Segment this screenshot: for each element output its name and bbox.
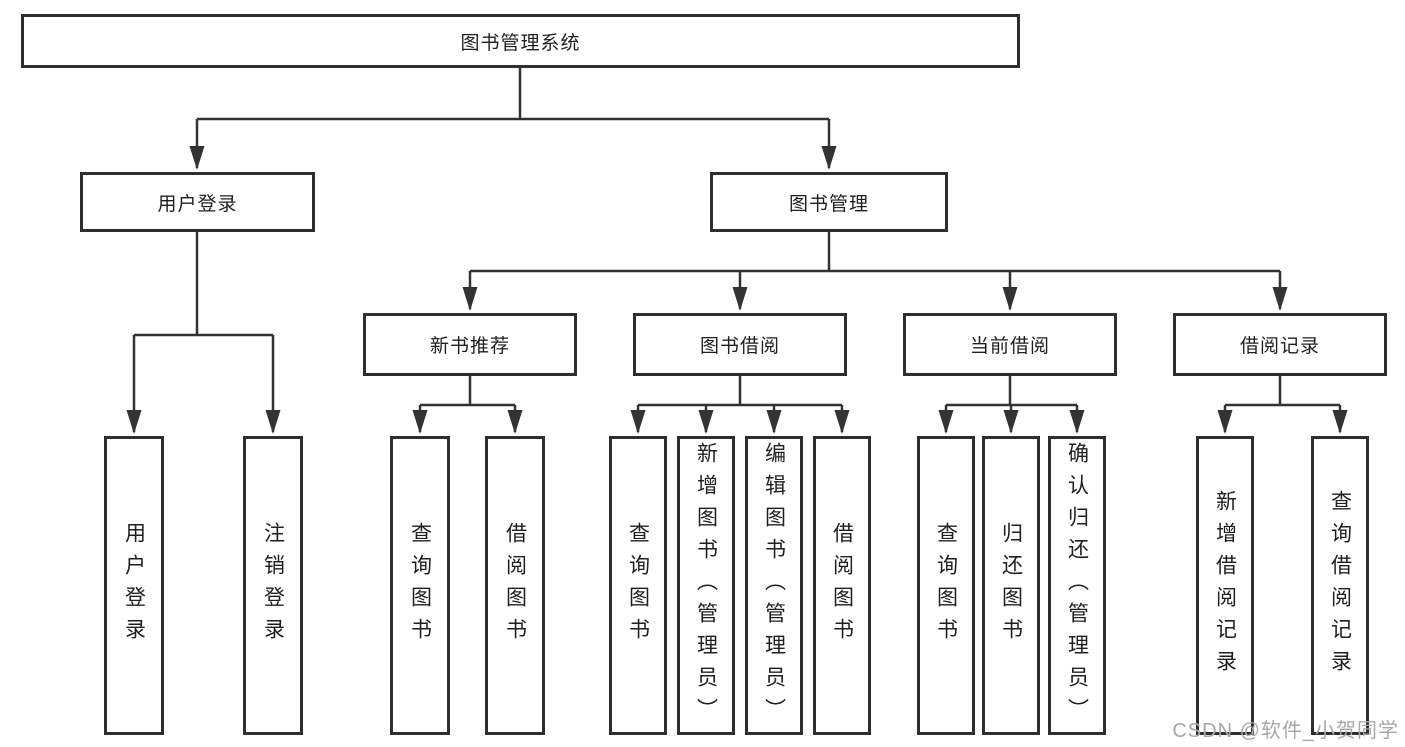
leaf-query-books-3: 查询图书 <box>917 436 975 735</box>
leaf-confirm-return-admin: 确认归还（管理员） <box>1048 436 1106 735</box>
node-label: 图书管理系统 <box>460 32 581 54</box>
node-book-borrowing: 图书借阅 <box>633 313 847 376</box>
node-label: 图书管理 <box>788 193 869 215</box>
leaf-return-book: 归还图书 <box>982 436 1040 735</box>
node-library-management-system: 图书管理系统 <box>21 14 1020 68</box>
leaf-label: 用户登录 <box>122 521 146 650</box>
leaf-label: 新增图书（管理员） <box>694 441 718 730</box>
node-borrowing-records: 借阅记录 <box>1173 313 1387 376</box>
leaf-label: 查询图书 <box>934 521 958 650</box>
node-user-login: 用户登录 <box>80 172 315 232</box>
leaf-label: 编辑图书（管理员） <box>762 441 786 730</box>
leaf-label: 借阅图书 <box>503 521 527 650</box>
node-current-borrowing: 当前借阅 <box>903 313 1117 376</box>
node-book-management: 图书管理 <box>710 172 948 232</box>
leaf-borrow-books-1: 借阅图书 <box>485 436 545 735</box>
node-label: 借阅记录 <box>1239 336 1320 357</box>
leaf-label: 确认归还（管理员） <box>1065 441 1089 730</box>
node-label: 图书借阅 <box>699 336 780 357</box>
node-label: 新书推荐 <box>429 336 510 357</box>
leaf-label: 查询图书 <box>626 521 650 650</box>
leaf-label: 新增借阅记录 <box>1213 489 1237 682</box>
leaf-add-book-admin: 新增图书（管理员） <box>677 436 735 735</box>
leaf-edit-book-admin: 编辑图书（管理员） <box>745 436 803 735</box>
leaf-label: 借阅图书 <box>830 521 854 650</box>
leaf-label: 注销登录 <box>261 521 285 650</box>
csdn-watermark: CSDN @软件_小贺同学 <box>1172 720 1399 742</box>
node-new-book-recommendation: 新书推荐 <box>363 313 577 376</box>
leaf-query-books-2: 查询图书 <box>609 436 667 735</box>
node-label: 用户登录 <box>157 193 238 215</box>
leaf-logout: 注销登录 <box>243 436 303 735</box>
leaf-label: 查询借阅记录 <box>1328 489 1352 682</box>
leaf-label: 查询图书 <box>408 521 432 650</box>
node-label: 当前借阅 <box>969 336 1050 357</box>
leaf-query-books-1: 查询图书 <box>390 436 450 735</box>
leaf-user-login: 用户登录 <box>104 436 164 735</box>
leaf-label: 归还图书 <box>999 521 1023 650</box>
leaf-borrow-books-2: 借阅图书 <box>813 436 871 735</box>
leaf-query-borrow-record: 查询借阅记录 <box>1311 436 1369 735</box>
edge-rails <box>134 68 1340 407</box>
leaf-add-borrow-record: 新增借阅记录 <box>1196 436 1254 735</box>
